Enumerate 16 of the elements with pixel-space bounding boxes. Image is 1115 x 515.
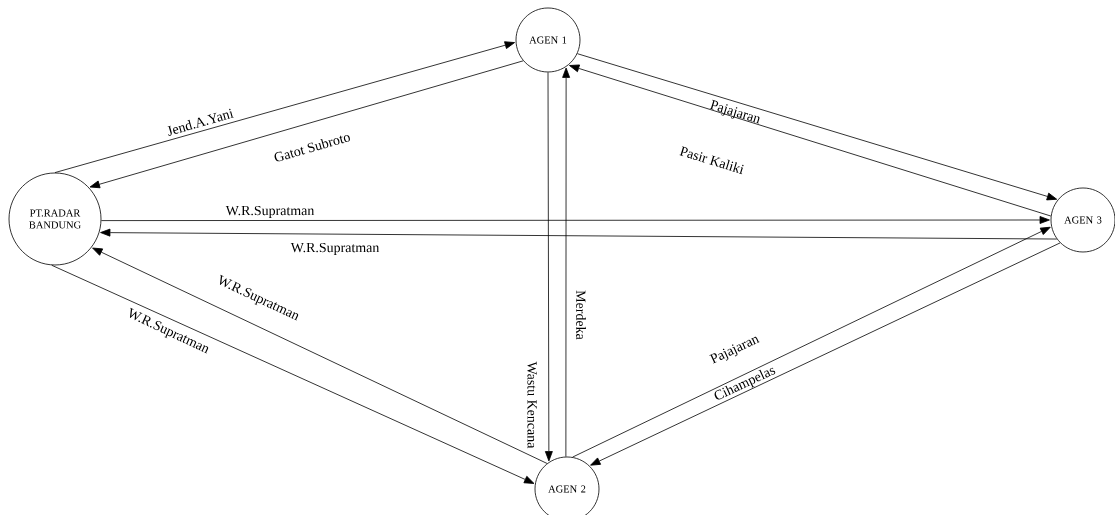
arrow	[100, 228, 1058, 240]
edge-label: Gatot Subroto	[274, 135, 350, 162]
arrow	[51, 264, 535, 484]
arrow	[569, 64, 1052, 217]
edge-label: Wastu Kencana	[527, 361, 537, 449]
arrow	[54, 41, 515, 173]
edge-label: W.R.Supratman	[290, 242, 380, 256]
arrow	[100, 216, 1050, 224]
edge-label: Pasir Kaliki	[679, 146, 744, 175]
arrow	[544, 72, 553, 462]
edge-label: Merdeka	[576, 290, 586, 340]
arrow	[562, 67, 571, 457]
arrow	[576, 53, 1058, 201]
arrow	[92, 247, 548, 464]
edge-label: W.R.Supratman	[225, 205, 315, 219]
arrow	[89, 60, 524, 189]
